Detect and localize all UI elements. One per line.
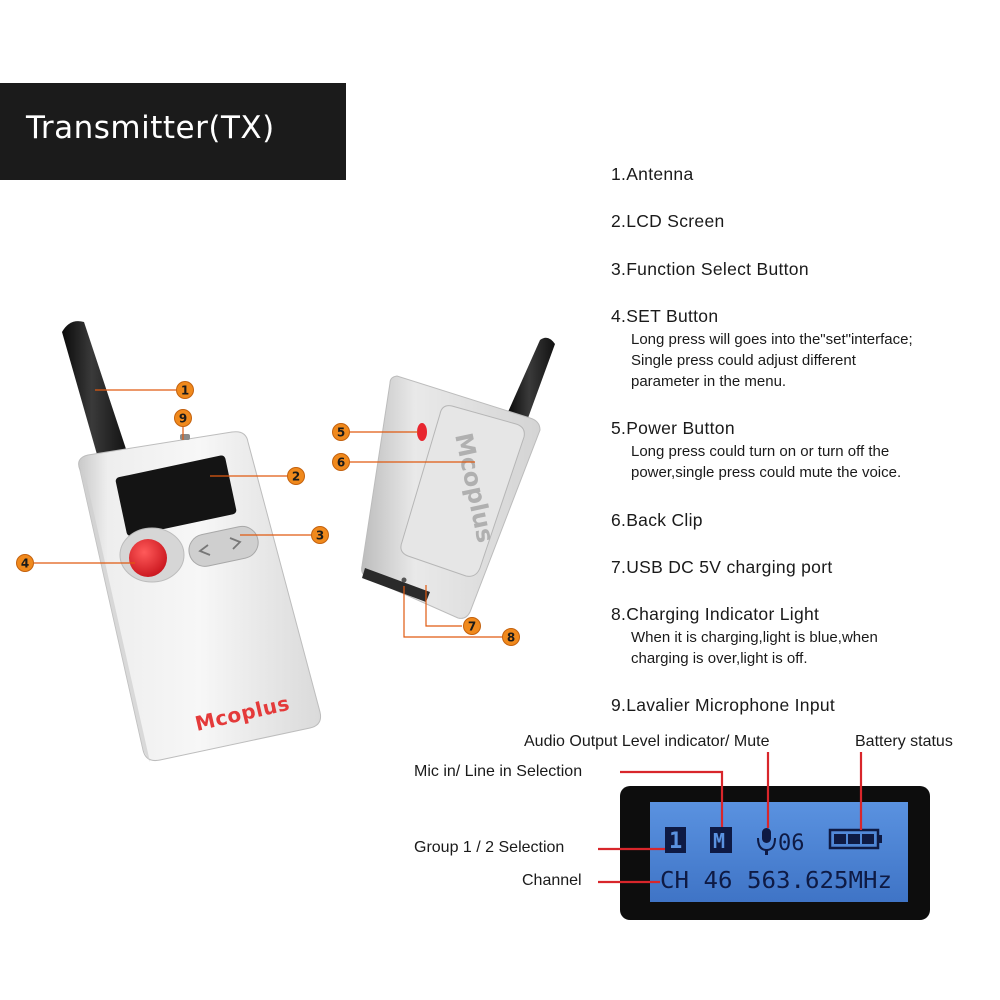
group-indicator-box [665,827,686,853]
feature-4-desc-line: parameter in the menu. [631,373,787,390]
callout-4: 4 [16,554,34,572]
feature-1-label: 1.Antenna [611,164,694,184]
callout-2: 2 [287,467,305,485]
feature-9-label: 9.Lavalier Microphone Input [611,695,836,715]
front-transmitter: Mcoplus [62,321,321,762]
left-arrow-icon [198,544,211,556]
feature-8-desc-line: charging is over,light is off. [631,650,808,667]
back-clip[interactable] [400,405,525,577]
svg-text:1: 1 [181,384,189,398]
feature-8-desc-line: When it is charging,light is blue,when [631,629,878,646]
feature-6-label: 6.Back Clip [611,510,703,530]
lcd-label-mic-line: Mic in/ Line in Selection [414,763,583,780]
lcd-screen [650,802,908,902]
svg-text:3: 3 [316,529,324,543]
mic-indicator-box [710,827,732,853]
leader-7 [425,585,462,627]
lcd-label-audio-level: Audio Output Level indicator/ Mute [524,733,770,750]
feature-4-label: 4.SET Button [611,306,719,326]
feature-9: 9.Lavalier Microphone Input [611,695,996,716]
feature-6: 6.Back Clip [611,510,996,531]
svg-text:5: 5 [337,426,345,440]
mic-input-jack [180,434,190,440]
usb-port [362,568,430,602]
title-bar: Transmitter(TX) [0,83,346,180]
feature-5: 5.Power Button Long press could turn on … [611,418,996,483]
feature-4-desc-line: Single press could adjust different [631,352,856,369]
power-button[interactable] [417,423,427,441]
antenna [62,321,128,465]
lcd-label-channel: Channel [522,872,582,889]
feature-2-label: 2.LCD Screen [611,211,725,231]
pointer-mic-line [620,770,724,827]
function-select-button[interactable] [186,523,261,569]
group-indicator: 1 [669,829,682,854]
microphone-icon [757,828,776,855]
feature-5-label: 5.Power Button [611,418,735,438]
svg-text:8: 8 [507,631,515,645]
leader-lines [34,389,502,638]
feature-2: 2.LCD Screen [611,211,996,232]
callout-1: 1 [176,381,194,399]
side-antenna [508,337,555,418]
feature-7: 7.USB DC 5V charging port [611,557,996,578]
callout-8: 8 [502,628,520,646]
mic-line-indicator: M [713,829,725,853]
callouts: 1 9 2 3 4 5 6 7 8 [16,381,520,646]
lcd-label-group: Group 1 / 2 Selection [414,839,565,856]
feature-8-label: 8.Charging Indicator Light [611,604,820,624]
right-arrow-icon [229,537,242,550]
lcd-pointers [598,752,863,884]
leader-8 [403,586,502,638]
charging-indicator [401,577,407,583]
feature-4-desc-line: Long press will goes into the"set"interf… [631,331,913,348]
feature-8: 8.Charging Indicator Light When it is ch… [611,604,996,669]
page-title: Transmitter(TX) [26,110,275,146]
svg-text:6: 6 [337,456,345,470]
battery-icon [828,828,882,850]
svg-text:9: 9 [179,412,187,426]
front-lcd-window [115,455,237,536]
feature-3: 3.Function Select Button [611,259,996,280]
side-transmitter: Mcoplus [361,337,555,619]
callout-6: 6 [332,453,350,471]
feature-7-label: 7.USB DC 5V charging port [611,557,833,577]
level-indicator: 06 [778,831,805,856]
feature-5-desc-line: power,single press could mute the voice. [631,464,902,481]
callout-5: 5 [332,423,350,441]
svg-text:7: 7 [468,620,476,634]
svg-text:2: 2 [292,470,300,484]
callout-9: 9 [174,409,192,427]
svg-text:4: 4 [21,557,29,571]
feature-5-desc-line: Long press could turn on or turn off the [631,443,890,460]
lcd-detail: 1 M 06 CH 46 563.625MHz [620,786,930,920]
callout-3: 3 [311,526,329,544]
feature-4: 4.SET Button Long press will goes into t… [611,306,996,392]
channel-readout: CH 46 563.625MHz [660,866,892,894]
set-button[interactable] [129,539,167,577]
feature-1: 1.Antenna [611,164,996,185]
lcd-label-battery: Battery status [855,733,953,750]
callout-7: 7 [463,617,481,635]
feature-3-label: 3.Function Select Button [611,259,809,279]
